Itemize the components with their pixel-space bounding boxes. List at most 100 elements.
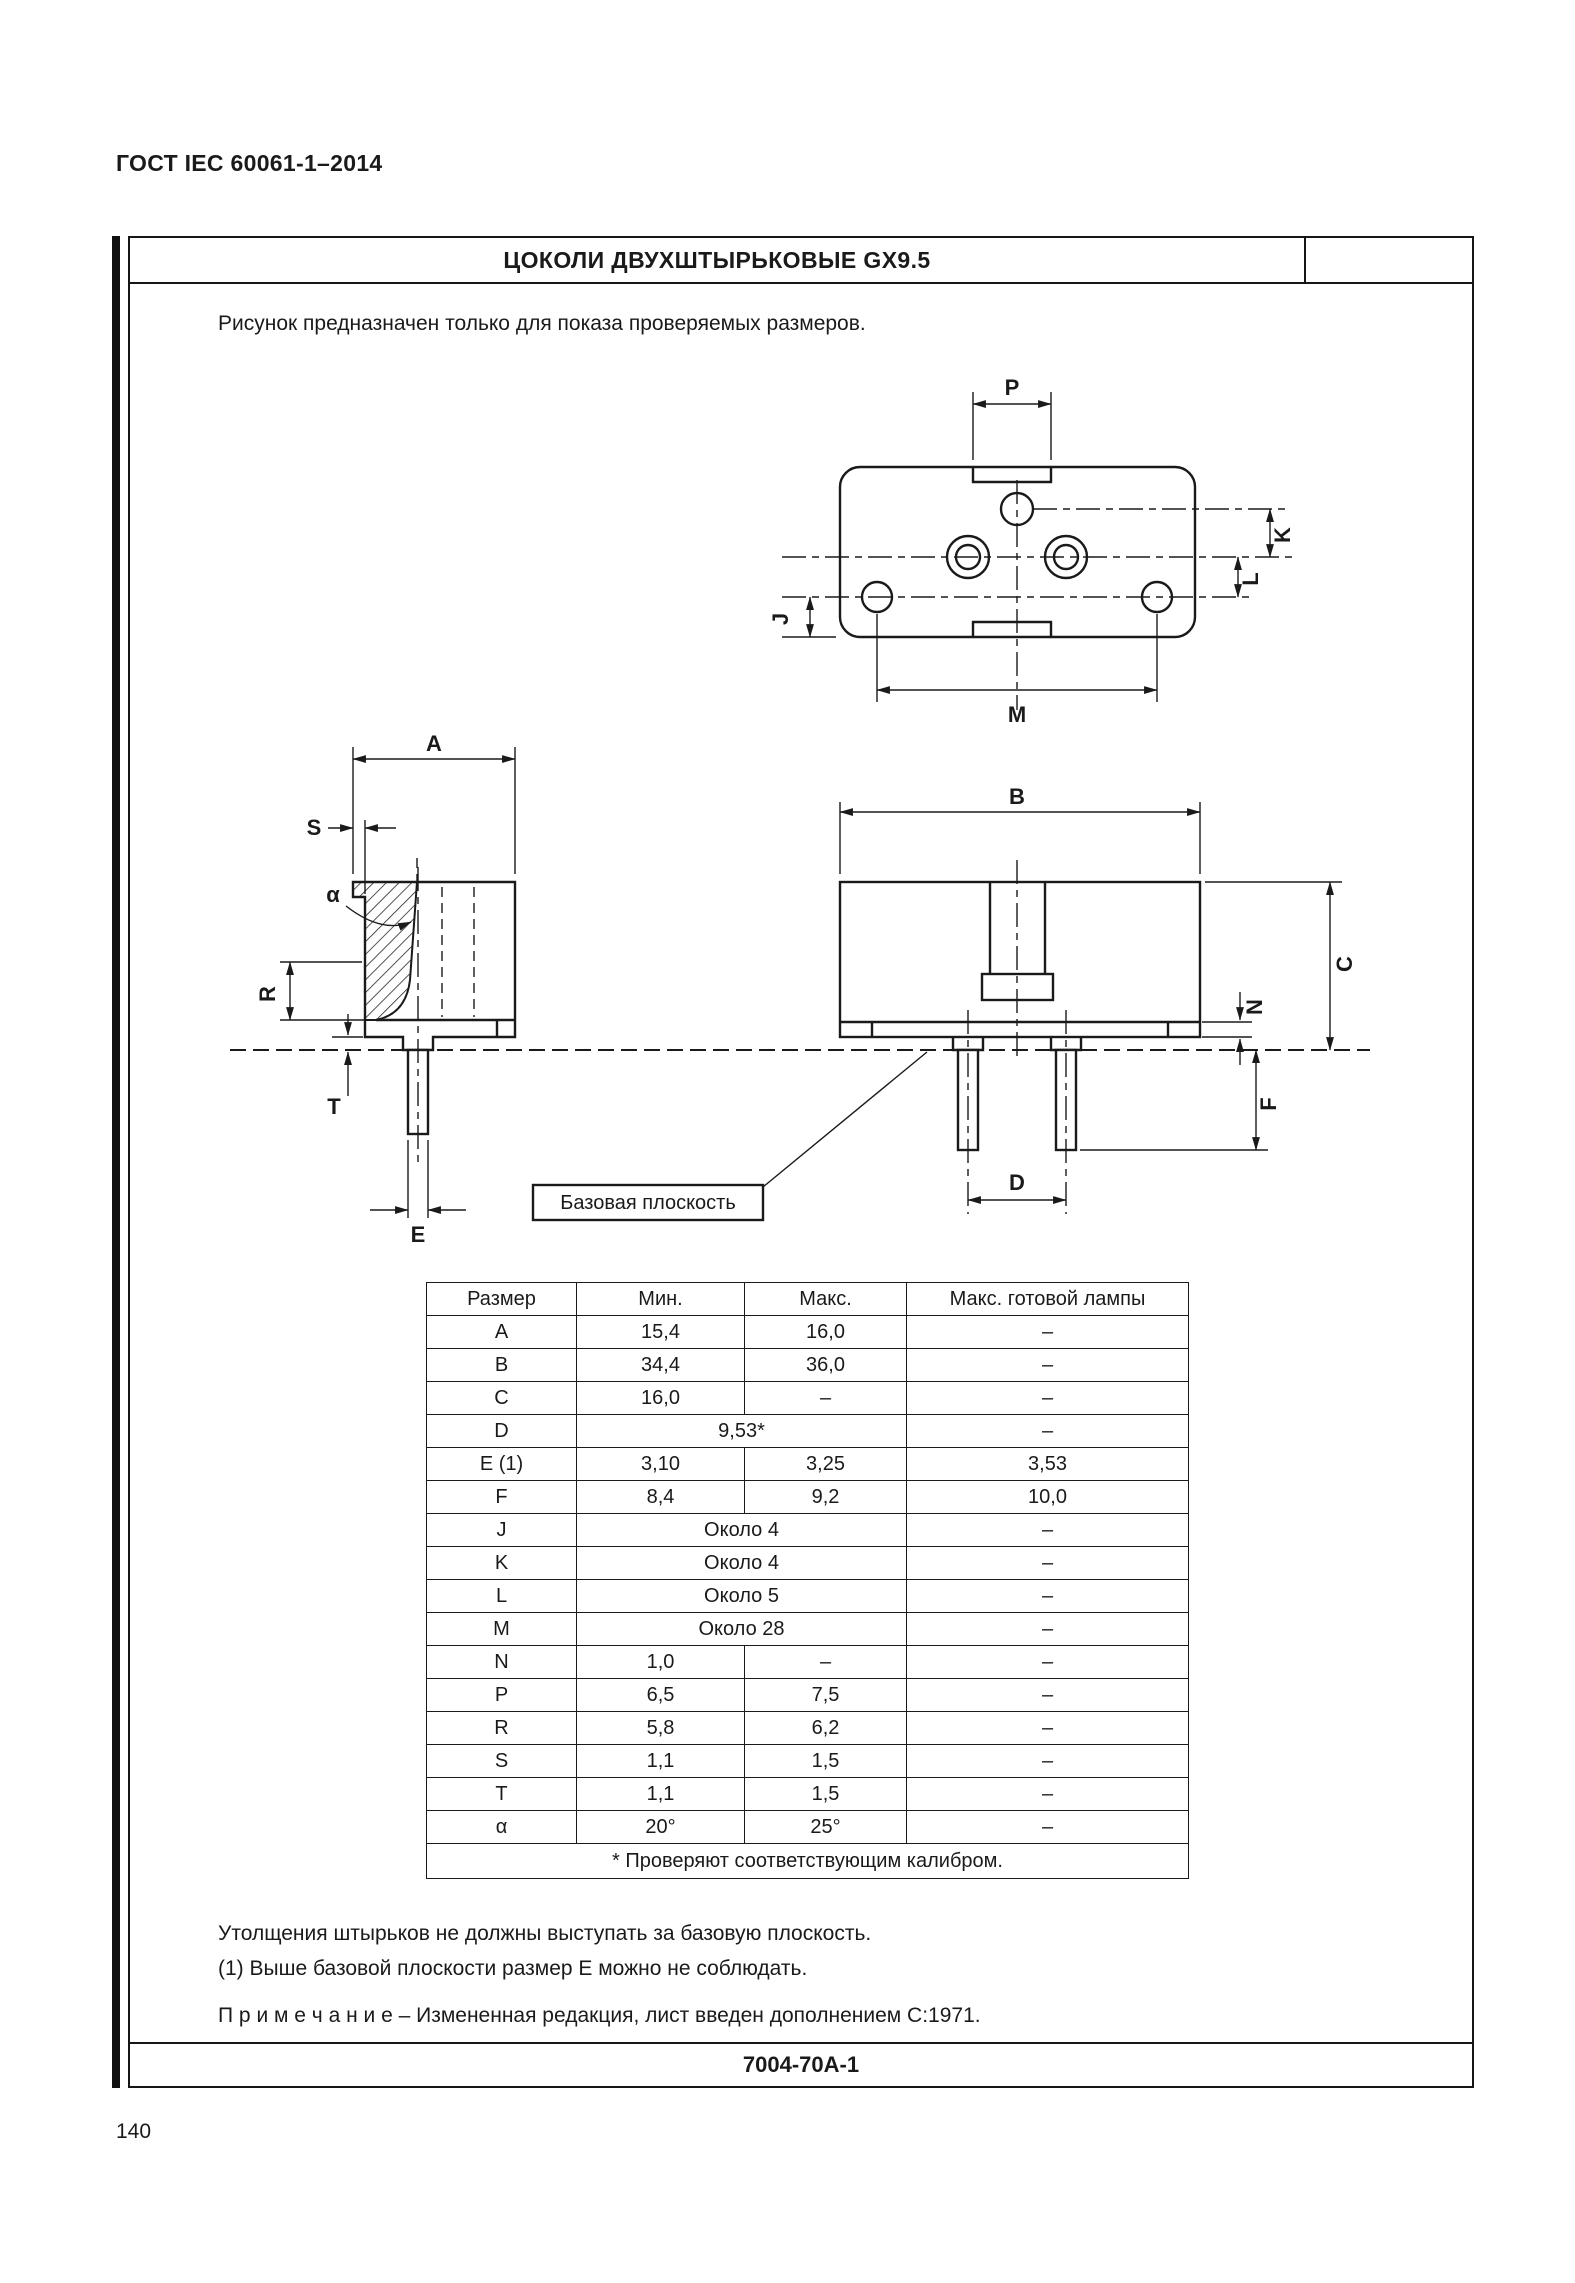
intro-text: Рисунок предназначен только для показа п… (218, 312, 866, 335)
table-cell: – (906, 1414, 1189, 1448)
base-plane-label: Базовая плоскость (560, 1192, 736, 1214)
table-cell: 16,0 (576, 1381, 745, 1415)
dim-label-a: A (426, 731, 442, 756)
table-cell: 3,10 (576, 1447, 745, 1481)
table-cell: 1,0 (576, 1645, 745, 1679)
sheet-frame: ЦОКОЛИ ДВУХШТЫРЬКОВЫЕ GX9.5 Рисунок пред… (128, 236, 1474, 2088)
table-footnote-row: * Проверяют соответствующим калибром. (426, 1843, 1189, 1879)
note-dimension-e: (1) Выше базовой плоскости размер E можн… (218, 1957, 808, 1980)
table-cell: 3,53 (906, 1447, 1189, 1481)
table-cell: – (906, 1678, 1189, 1712)
front-view: B C N F D (838, 784, 1357, 1214)
table-cell: 1,1 (576, 1744, 745, 1778)
table-cell: Около 4 (576, 1546, 907, 1580)
sheet-code: 7004-70A-1 (130, 2042, 1472, 2086)
table-header-row: Размер Мин. Макс. Макс. готовой лампы (426, 1282, 1189, 1316)
table-cell: – (906, 1744, 1189, 1778)
table-cell: – (906, 1777, 1189, 1811)
table-cell: 34,4 (576, 1348, 745, 1382)
table-cell: – (906, 1315, 1189, 1349)
dim-label-d: D (1009, 1170, 1025, 1195)
table-cell: – (906, 1546, 1189, 1580)
table-cell: 3,25 (744, 1447, 907, 1481)
table-cell: 36,0 (744, 1348, 907, 1382)
dim-label-f: F (1256, 1097, 1281, 1110)
table-cell: 25° (744, 1810, 907, 1844)
table-cell: Около 28 (576, 1612, 907, 1646)
table-cell: D (426, 1414, 577, 1448)
dim-label-c: C (1332, 956, 1357, 972)
table-cell: P (426, 1678, 577, 1712)
table-cell: K (426, 1546, 577, 1580)
dim-label-p: P (1005, 375, 1020, 400)
sheet-title: ЦОКОЛИ ДВУХШТЫРЬКОВЫЕ GX9.5 (503, 246, 931, 273)
table-footnote: * Проверяют соответствующим калибром. (426, 1843, 1189, 1879)
table-cell: – (906, 1579, 1189, 1613)
dim-label-j: J (768, 613, 793, 625)
document-header: ГОСТ IEC 60061-1–2014 (116, 150, 383, 176)
table-cell: N (426, 1645, 577, 1679)
table-cell: – (906, 1810, 1189, 1844)
table-cell: – (906, 1711, 1189, 1745)
table-cell: A (426, 1315, 577, 1349)
dim-label-s: S (307, 815, 322, 840)
note-pins: Утолщения штырьков не должны выступать з… (218, 1922, 872, 1945)
page-number: 140 (116, 2120, 152, 2143)
col-header-max: Макс. (744, 1282, 907, 1316)
table-cell: 6,5 (576, 1678, 745, 1712)
table-cell: F (426, 1480, 577, 1514)
dim-label-b: B (1009, 784, 1025, 809)
table-cell: 1,5 (744, 1777, 907, 1811)
table-cell: 9,2 (744, 1480, 907, 1514)
table-cell: J (426, 1513, 577, 1547)
dim-label-k: K (1270, 527, 1295, 543)
table-cell: 7,5 (744, 1678, 907, 1712)
top-view: P K L J M (768, 375, 1295, 727)
table-cell: – (906, 1645, 1189, 1679)
table-cell: B (426, 1348, 577, 1382)
dim-label-alpha: α (326, 882, 340, 907)
base-plane: Базовая плоскость (230, 1049, 1370, 1222)
dim-label-r: R (255, 986, 280, 1002)
table-cell: 6,2 (744, 1711, 907, 1745)
technical-drawing: P K L J M (230, 375, 1370, 1247)
table-cell: 10,0 (906, 1480, 1189, 1514)
table-cell: 16,0 (744, 1315, 907, 1349)
side-view: A S α R T (255, 731, 517, 1247)
col-header-min: Мин. (576, 1282, 745, 1316)
table-cell: 20° (576, 1810, 745, 1844)
sheet-title-row: ЦОКОЛИ ДВУХШТЫРЬКОВЫЕ GX9.5 (130, 238, 1472, 284)
table-cell: R (426, 1711, 577, 1745)
table-cell: 1,1 (576, 1777, 745, 1811)
table-cell: M (426, 1612, 577, 1646)
table-cell: S (426, 1744, 577, 1778)
table-cell: C (426, 1381, 577, 1415)
table-cell: – (906, 1612, 1189, 1646)
table-cell: 15,4 (576, 1315, 745, 1349)
left-bar (112, 236, 120, 2088)
dim-label-m: M (1008, 702, 1026, 727)
dim-label-l: L (1238, 572, 1263, 585)
table-cell: 8,4 (576, 1480, 745, 1514)
title-side-cell (1304, 238, 1472, 282)
table-cell: α (426, 1810, 577, 1844)
table-cell: – (906, 1348, 1189, 1382)
dim-label-e: E (411, 1222, 426, 1247)
